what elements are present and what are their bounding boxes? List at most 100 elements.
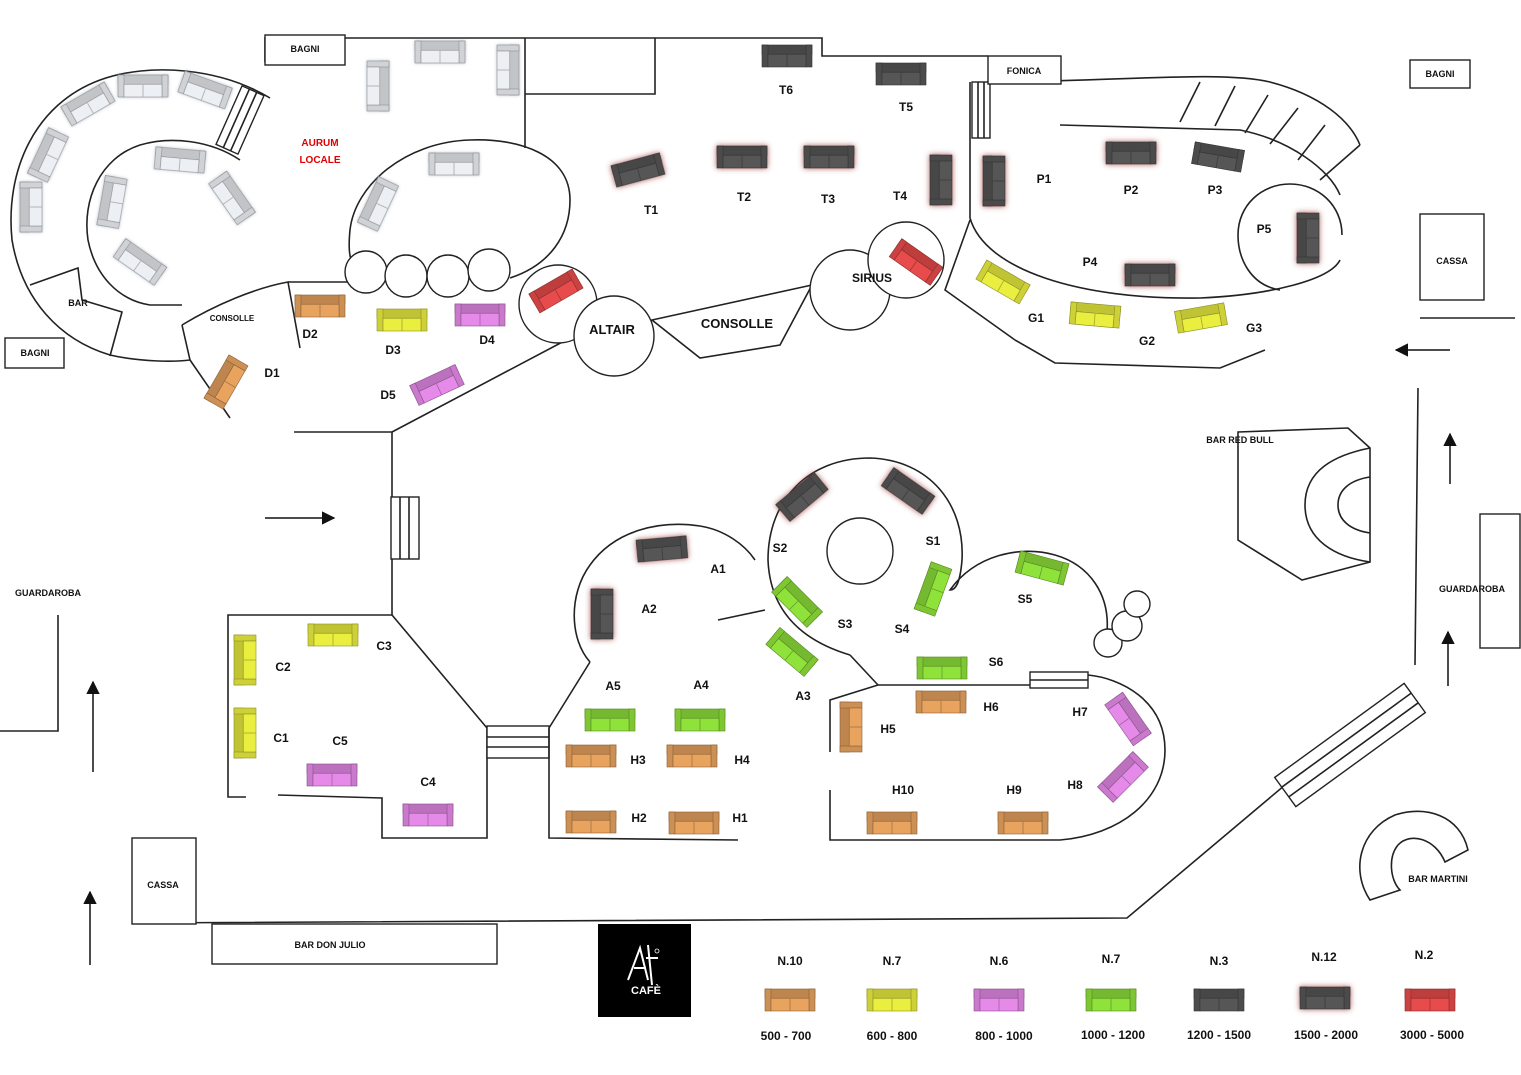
legend-swatch-6: [1404, 988, 1456, 1012]
table-label-p4: P4: [1083, 255, 1098, 269]
bagni-left-label: BAGNI: [21, 348, 50, 358]
sofa-h1: [668, 811, 720, 835]
consolle-label: CONSOLLE: [701, 316, 774, 331]
legend-swatch-1: [866, 988, 918, 1012]
sofa-white-14: [428, 152, 480, 176]
table-label-a4: A4: [693, 678, 709, 692]
table-label-h9: H9: [1006, 783, 1022, 797]
sofa-white-12: [112, 238, 168, 286]
sofa-s6: [916, 656, 968, 680]
table-label-d2: D2: [302, 327, 318, 341]
area-labels: BAGNI BAGNI BAGNI BAR CONSOLLE AURUM LOC…: [15, 44, 1505, 950]
sofa-t4: [929, 154, 953, 206]
table-label-t6: T6: [779, 83, 793, 97]
legend-range-3: 1000 - 1200: [1081, 1028, 1145, 1042]
legend-range-4: 1200 - 1500: [1187, 1028, 1251, 1042]
locale-label: LOCALE: [299, 155, 340, 166]
sofa-d3: [376, 308, 428, 332]
table-label-h8: H8: [1067, 778, 1083, 792]
legend-range-2: 800 - 1000: [975, 1029, 1033, 1043]
table-label-g1: G1: [1028, 311, 1044, 325]
art-cafe-logo: CAFÈ: [598, 924, 691, 1017]
legend-range-0: 500 - 700: [761, 1029, 812, 1043]
sofa-c1: [233, 707, 257, 759]
bar-don-julio-label: BAR DON JULIO: [294, 940, 365, 950]
legend-swatch-3: [1085, 988, 1137, 1012]
sofa-white-6: [60, 81, 116, 127]
legend-swatch-5: [1299, 986, 1351, 1010]
bar-don-julio-box: [211, 923, 498, 965]
sofas: [19, 40, 1320, 835]
bagni-top-box: [264, 34, 346, 66]
sofa-white-4: [177, 70, 233, 110]
stairs-aurum: [215, 84, 265, 156]
sofa-s4: [913, 561, 953, 617]
legend-count-2: N.6: [990, 954, 1009, 968]
table-label-d5: D5: [380, 388, 396, 402]
area-boxes: [4, 34, 1521, 965]
sofa-h2: [565, 810, 617, 834]
table-label-c3: C3: [376, 639, 392, 653]
logo-text: CAFÈ: [631, 984, 661, 997]
sofa-c2: [233, 634, 257, 686]
altair-label: ALTAIR: [589, 322, 635, 337]
sofa-h4: [666, 744, 718, 768]
sofa-d4: [454, 303, 506, 327]
table-label-c5: C5: [332, 734, 348, 748]
table-label-h10: H10: [892, 783, 914, 797]
sofa-g3: [1174, 302, 1228, 334]
legend-count-3: N.7: [1102, 952, 1121, 966]
sofa-d2: [294, 294, 346, 318]
sofa-p4: [1124, 263, 1176, 287]
legend-range-1: 600 - 800: [867, 1029, 918, 1043]
sofa-a2: [590, 588, 614, 640]
aurum-label: AURUM: [301, 138, 338, 149]
table-label-h6: H6: [983, 700, 999, 714]
bar-red-bull-label: BAR RED BULL: [1206, 435, 1274, 445]
sofa-white-2: [366, 60, 390, 112]
sofa-a4: [674, 708, 726, 732]
sofa-white-13: [357, 176, 399, 232]
sofa-a5: [584, 708, 636, 732]
table-label-a5: A5: [605, 679, 621, 693]
table-label-s4: S4: [895, 622, 910, 636]
table-label-d3: D3: [385, 343, 401, 357]
sofa-a1: [635, 535, 689, 563]
sofa-white-9: [153, 146, 207, 174]
table-label-p3: P3: [1208, 183, 1223, 197]
sofa-p1: [982, 155, 1006, 207]
legend-count-4: N.3: [1210, 954, 1229, 968]
bar-martini-label: BAR MARTINI: [1408, 874, 1468, 884]
table-label-t4: T4: [893, 189, 907, 203]
table-label-h4: H4: [734, 753, 750, 767]
sofa-a3: [765, 627, 819, 677]
sofa-h3: [565, 744, 617, 768]
sofa-t6: [761, 44, 813, 68]
table-label-h1: H1: [732, 811, 748, 825]
table-label-s3: S3: [838, 617, 853, 631]
table-label-h2: H2: [631, 811, 647, 825]
sofa-white-11: [208, 170, 256, 226]
table-labels: T1 T2 T3 T4 T5 T6 P1 P2 P3 P4 P5 G1 G2 G…: [264, 83, 1271, 825]
sofa-t1: [610, 152, 666, 188]
table-label-c2: C2: [275, 660, 291, 674]
sofa-h8: [1097, 751, 1149, 803]
table-label-s6: S6: [989, 655, 1004, 669]
sofa-t2: [716, 145, 768, 169]
consolle-small-label: CONSOLLE: [210, 314, 255, 323]
legend-range-6: 3000 - 5000: [1400, 1028, 1464, 1042]
circles: [344, 221, 945, 377]
cassa-right-label: CASSA: [1436, 256, 1468, 266]
legend-swatch-4: [1193, 988, 1245, 1012]
bagni-right-label: BAGNI: [1426, 69, 1455, 79]
table-label-a2: A2: [641, 602, 657, 616]
table-label-a3: A3: [795, 689, 811, 703]
walls: [0, 37, 1515, 924]
sofa-p2: [1105, 141, 1157, 165]
direction-arrows: [83, 343, 1457, 965]
cassa-right-box: [1419, 213, 1485, 301]
sofa-h6: [915, 690, 967, 714]
legend-swatch-0: [764, 988, 816, 1012]
sofa-s3: [771, 576, 823, 628]
